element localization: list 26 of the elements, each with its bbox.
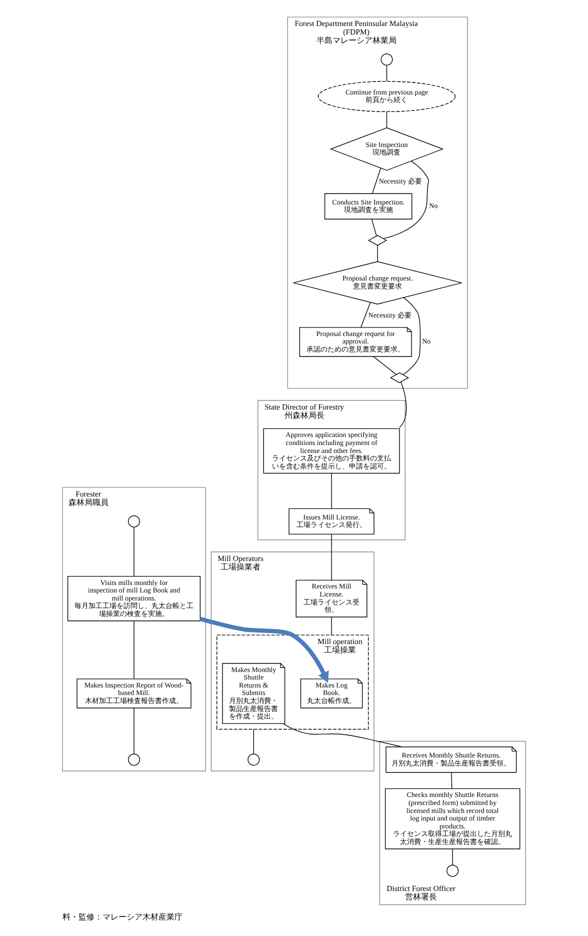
connector <box>371 218 377 236</box>
connector <box>451 772 452 789</box>
connector <box>331 534 332 580</box>
connector <box>377 245 378 262</box>
node-diamond <box>390 372 410 384</box>
connector <box>360 302 371 328</box>
connector <box>452 848 453 866</box>
connector <box>331 616 332 636</box>
arrow <box>200 616 329 683</box>
node-diamond <box>368 235 388 246</box>
connector <box>253 728 254 754</box>
node-circle <box>128 754 140 766</box>
node-circle <box>248 754 260 766</box>
connector <box>402 297 421 375</box>
connector <box>282 723 402 748</box>
connector <box>372 168 382 194</box>
node-circle <box>128 515 140 528</box>
node-circle <box>446 864 459 877</box>
connector <box>373 356 397 375</box>
connector <box>382 160 429 239</box>
connector <box>386 111 388 128</box>
caption: 料・監修：マレーシア木材産業庁 <box>62 912 182 922</box>
connector <box>331 472 332 509</box>
connector <box>399 382 407 428</box>
connector <box>386 65 388 82</box>
node-circle <box>380 54 393 66</box>
